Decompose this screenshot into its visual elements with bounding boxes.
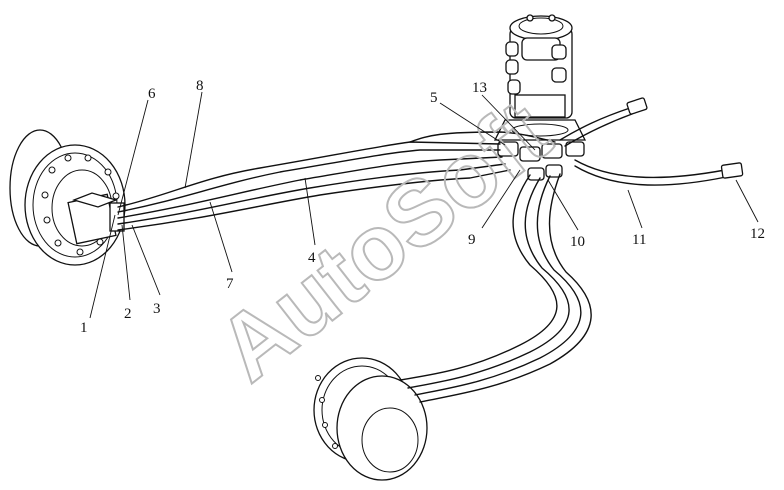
callout-2: 2	[124, 306, 132, 322]
motor-bolt-circle	[41, 154, 120, 256]
callout-3: 3	[153, 301, 161, 317]
callout-8: 8	[196, 78, 204, 94]
watermark-text: AutoSoft	[200, 81, 569, 400]
callout-9: 9	[468, 232, 476, 248]
callout-1: 1	[80, 320, 88, 336]
hose-to-port-upper	[559, 97, 648, 147]
callout-11: 11	[632, 232, 646, 248]
callout-12: 12	[750, 226, 765, 242]
center-swivel-joint	[493, 14, 587, 141]
bottom-travel-motor	[313, 357, 428, 481]
callout-labels: 1 2 3 4 5 6 7 8 9 10 11 12 13	[80, 78, 765, 336]
leader-lines	[89, 91, 759, 319]
callout-10: 10	[570, 234, 585, 250]
callout-7: 7	[226, 276, 234, 292]
motor-bolt-circle	[315, 375, 338, 449]
callout-4: 4	[308, 250, 316, 266]
hose-bundle-left	[117, 131, 556, 231]
callout-6: 6	[148, 86, 156, 102]
hose-fittings-cluster	[497, 141, 585, 181]
callout-5: 5	[430, 90, 438, 106]
hose-11	[574, 159, 744, 186]
callout-13: 13	[472, 80, 487, 96]
hose-bundle-bottom	[399, 173, 592, 403]
